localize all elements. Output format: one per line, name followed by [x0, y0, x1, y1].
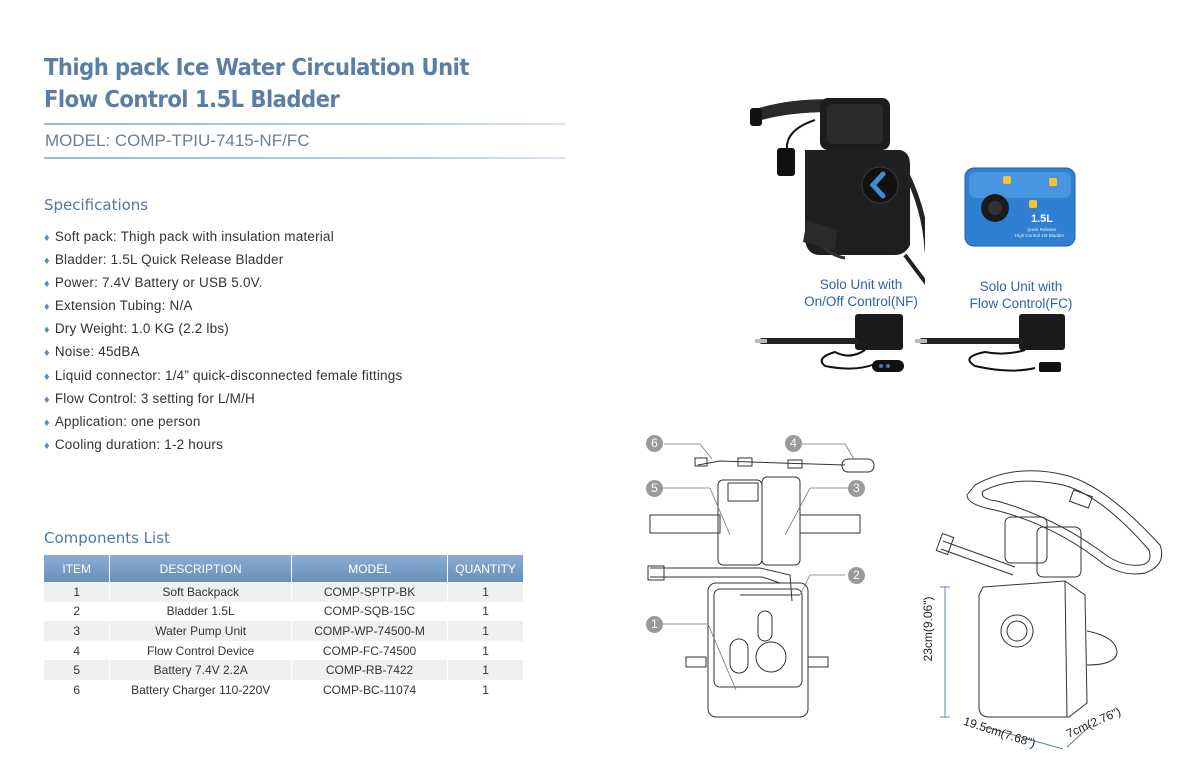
caption-solo-nf-line-2: On/Off Control(NF): [804, 294, 918, 309]
thigh-pack-photo: [750, 98, 925, 285]
diamond-bullet-icon: ♦: [44, 255, 50, 268]
caption-solo-nf-line-1: Solo Unit with: [819, 277, 903, 292]
cell-quantity: 1: [447, 601, 524, 622]
components-table: ITEM DESCRIPTION MODEL QUANTITY 1 Soft B…: [44, 555, 524, 700]
table-row: 3 Water Pump Unit COMP-WP-74500-M 1: [44, 621, 524, 641]
components-diagram: [647, 443, 875, 718]
model-divider: [44, 157, 566, 159]
cell-description: Battery Charger 110-220V: [109, 679, 292, 700]
caption-solo-fc: Solo Unit with Flow Control(FC): [946, 278, 1096, 312]
cell-description: Battery 7.4V 2.2A: [109, 660, 292, 680]
col-quantity: QUANTITY: [447, 555, 524, 582]
diamond-bullet-icon: ♦: [44, 416, 50, 429]
callout-badge: 2: [848, 567, 865, 584]
caption-solo-nf: Solo Unit with On/Off Control(NF): [786, 276, 936, 310]
col-description: DESCRIPTION: [109, 555, 292, 582]
spec-item: ♦Extension Tubing: N/A: [44, 295, 402, 318]
callout-badge: 6: [646, 435, 663, 452]
diamond-bullet-icon: ♦: [44, 232, 50, 244]
table-row: 4 Flow Control Device COMP-FC-74500 1: [44, 640, 524, 661]
table-row: 5 Battery 7.4V 2.2A COMP-RB-7422 1: [44, 660, 524, 680]
cell-description: Soft Backpack: [109, 582, 292, 602]
callout-badge: 3: [848, 480, 865, 497]
cell-model: COMP-FC-74500: [291, 640, 449, 661]
bladder-label: 1.5L: [1031, 213, 1053, 225]
diamond-bullet-icon: ♦: [44, 370, 50, 383]
cell-quantity: 1: [447, 660, 524, 680]
cell-model: COMP-WP-74500-M: [291, 621, 449, 641]
pump-unit-fc-photo: [915, 314, 1065, 372]
caption-solo-fc-line-2: Flow Control(FC): [969, 296, 1073, 311]
callout-badge: 5: [646, 480, 663, 497]
spec-item: ♦Cooling duration: 1-2 hours: [44, 434, 402, 457]
cell-model: COMP-SPTP-BK: [291, 582, 449, 602]
cell-description: Bladder 1.5L: [109, 601, 292, 622]
cell-description: Water Pump Unit: [109, 621, 292, 641]
specifications-heading: Specifications: [44, 196, 149, 214]
diamond-bullet-icon: ♦: [44, 301, 50, 314]
title-divider: [44, 123, 566, 125]
spec-item: ♦Application: one person: [44, 411, 402, 434]
spec-item: ♦Dry Weight: 1.0 KG (2.2 lbs): [44, 318, 402, 341]
diamond-bullet-icon: ♦: [44, 393, 50, 406]
bladder-sub-1: Quick Release: [1027, 227, 1057, 232]
spec-item: ♦Liquid connector: 1/4” quick-disconnect…: [44, 365, 402, 388]
cell-item: 4: [44, 640, 111, 661]
cell-quantity: 1: [447, 640, 524, 661]
cell-model: COMP-RB-7422: [291, 660, 449, 680]
col-model: MODEL: [291, 555, 449, 582]
cell-model: COMP-SQB-15C: [291, 601, 449, 622]
cell-description: Flow Control Device: [109, 640, 292, 661]
bladder-sub-2: High Control 1/8 Bladder: [1015, 233, 1065, 238]
spec-item: ♦Soft pack: Thigh pack with insulation m…: [44, 226, 402, 249]
caption-solo-fc-line-1: Solo Unit with: [979, 279, 1063, 294]
model-number: MODEL: COMP-TPIU-7415-NF/FC: [45, 131, 310, 150]
cell-item: 5: [44, 660, 111, 680]
cell-model: COMP-BC-11074: [291, 679, 449, 700]
title-line-2: Flow Control 1.5L Bladder: [44, 87, 340, 113]
page-title: Thigh pack Ice Water Circulation Unit Fl…: [44, 52, 469, 116]
cell-quantity: 1: [447, 679, 524, 700]
spec-item: ♦Noise: 45dBA: [44, 341, 402, 364]
callout-badge: 1: [646, 616, 663, 633]
cell-quantity: 1: [447, 621, 524, 641]
pump-unit-nf-photo: [755, 314, 904, 372]
cell-item: 3: [44, 621, 111, 641]
diamond-bullet-icon: ♦: [44, 324, 50, 337]
dimension-height: 23cm(9.06"): [921, 596, 935, 662]
diamond-bullet-icon: ♦: [44, 439, 50, 452]
bladder-photo: 1.5L Quick Release High Control 1/8 Blad…: [964, 167, 1076, 247]
table-header-row: ITEM DESCRIPTION MODEL QUANTITY: [44, 555, 524, 582]
col-item: ITEM: [44, 555, 111, 582]
diamond-bullet-icon: ♦: [44, 278, 50, 291]
table-row: 6 Battery Charger 110-220V COMP-BC-11074…: [44, 679, 524, 700]
cell-item: 6: [44, 679, 111, 700]
cell-item: 1: [44, 582, 111, 602]
spec-item: ♦Bladder: 1.5L Quick Release Bladder: [44, 249, 402, 272]
spec-item: ♦Flow Control: 3 setting for L/M/H: [44, 388, 402, 411]
diamond-bullet-icon: ♦: [44, 347, 50, 360]
title-line-1: Thigh pack Ice Water Circulation Unit: [44, 55, 469, 81]
cell-quantity: 1: [447, 582, 524, 602]
specifications-list: ♦Soft pack: Thigh pack with insulation m…: [44, 226, 402, 457]
callout-badge: 4: [785, 435, 802, 452]
components-heading: Components List: [44, 529, 170, 547]
table-row: 1 Soft Backpack COMP-SPTP-BK 1: [44, 582, 524, 602]
dimension-drawing: [935, 470, 1163, 750]
table-row: 2 Bladder 1.5L COMP-SQB-15C 1: [44, 601, 524, 622]
spec-item: ♦Power: 7.4V Battery or USB 5.0V.: [44, 272, 402, 295]
cell-item: 2: [44, 601, 111, 622]
